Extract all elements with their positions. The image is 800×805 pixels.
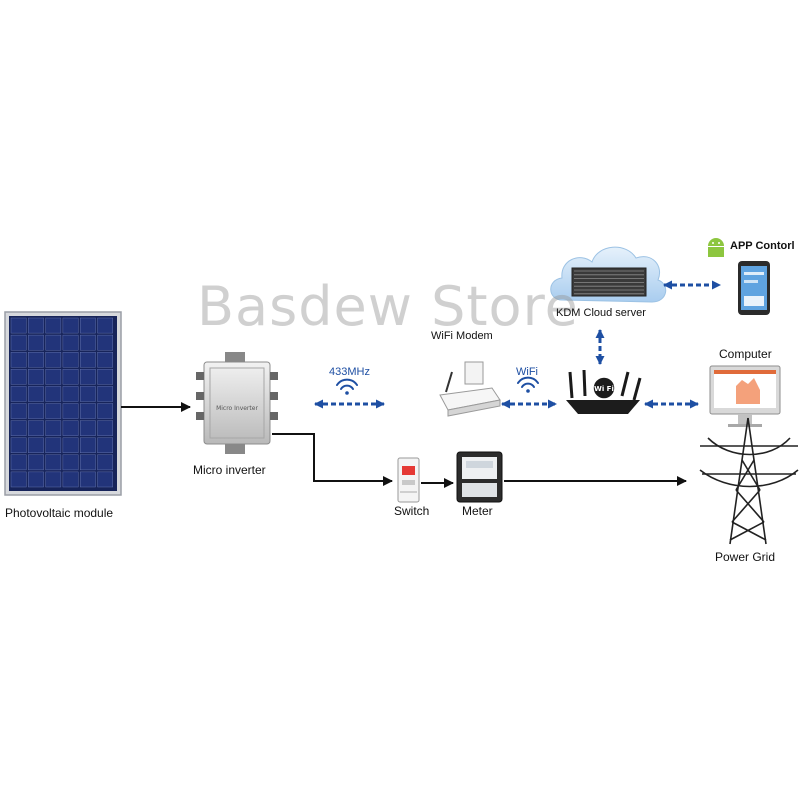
computer-label: Computer [719, 347, 772, 361]
pv-cell [28, 420, 44, 436]
pv-cell [62, 437, 79, 454]
pv-cell [79, 369, 96, 385]
pv-cell [97, 420, 114, 436]
router-badge: Wi Fi [594, 385, 614, 393]
pv-cell [10, 420, 27, 436]
pv-cell [62, 386, 79, 402]
pv-cell [45, 454, 62, 471]
power-grid-label: Power Grid [715, 550, 776, 564]
pv-cell [10, 369, 27, 385]
pv-cell [45, 437, 62, 454]
pv-cell [10, 437, 27, 454]
pv-cell [79, 471, 96, 488]
cloud-server [550, 246, 667, 303]
wifi-modem-label: WiFi Modem [431, 330, 493, 342]
pv-cell [62, 420, 79, 436]
pv-cell [28, 334, 44, 351]
pv-cell [79, 352, 96, 368]
pv-cell [79, 437, 96, 454]
photovoltaic-module [4, 311, 122, 496]
rf-link-label: 433MHz [329, 366, 370, 378]
wifi-modem [439, 361, 501, 417]
pv-cell [28, 403, 44, 419]
meter-label: Meter [462, 504, 493, 518]
computer-monitor [709, 365, 781, 427]
inverter-to-switch-arrow [272, 433, 393, 486]
pv-cell [62, 317, 79, 334]
pv-cell [28, 352, 44, 368]
pv-cell [62, 454, 79, 471]
switch-breaker [397, 457, 420, 503]
pv-cell [97, 403, 114, 419]
pv-cell [45, 420, 62, 436]
server-rack-lines [574, 270, 644, 295]
pv-cell [10, 386, 27, 402]
wifi-signal-icon [517, 376, 539, 393]
pv-cell [10, 334, 27, 351]
pv-cell [97, 317, 114, 334]
pv-cell [79, 403, 96, 419]
pv-cell [79, 334, 96, 351]
pv-cell [97, 471, 114, 488]
switch-label: Switch [394, 504, 430, 518]
pv-cell [28, 437, 44, 454]
cloud-server-label: KDM Cloud server [556, 307, 646, 319]
pv-cell [45, 369, 62, 385]
pv-cell [79, 420, 96, 436]
pv-cell [97, 369, 114, 385]
smartphone-app [738, 261, 770, 315]
pv-cell [97, 334, 114, 351]
pv-cell [97, 437, 114, 454]
pv-cell [28, 317, 44, 334]
pv-cell [45, 403, 62, 419]
pv-cell [28, 369, 44, 385]
micro-inverter: Micro Inverter [196, 352, 278, 454]
pv-cell [62, 369, 79, 385]
pv-cell [97, 454, 114, 471]
pv-cell [10, 317, 27, 334]
pv-module-label: Photovoltaic module [5, 506, 114, 520]
pv-cell [28, 471, 44, 488]
pv-cell [28, 454, 44, 471]
app-control-label: APP Contorl [730, 240, 795, 252]
inverter-print: Micro Inverter [216, 405, 258, 412]
wifi-link-label: WiFi [516, 366, 538, 378]
pv-cell-grid [10, 317, 114, 488]
wifi-router: Wi Fi [566, 369, 642, 414]
pv-cell [10, 454, 27, 471]
wireless-signal-icon [336, 378, 358, 395]
pv-cell [79, 454, 96, 471]
pv-cell [10, 471, 27, 488]
power-grid-tower [699, 417, 799, 545]
pv-cell [62, 471, 79, 488]
pv-cell [97, 386, 114, 402]
micro-inverter-label: Micro inverter [193, 463, 266, 477]
pv-cell [62, 403, 79, 419]
pv-cell [79, 317, 96, 334]
pv-cell [28, 386, 44, 402]
pv-cell [45, 386, 62, 402]
pv-cell [62, 352, 79, 368]
android-icon [708, 238, 724, 257]
pv-cell [45, 471, 62, 488]
pv-cell [45, 352, 62, 368]
pv-cell [62, 334, 79, 351]
pv-cell [45, 334, 62, 351]
pv-cell [45, 317, 62, 334]
pv-cell [97, 352, 114, 368]
pv-cell [10, 403, 27, 419]
watermark: Basdew Store [197, 275, 579, 338]
pv-cell [79, 386, 96, 402]
pv-cell [10, 352, 27, 368]
energy-meter [456, 451, 503, 503]
